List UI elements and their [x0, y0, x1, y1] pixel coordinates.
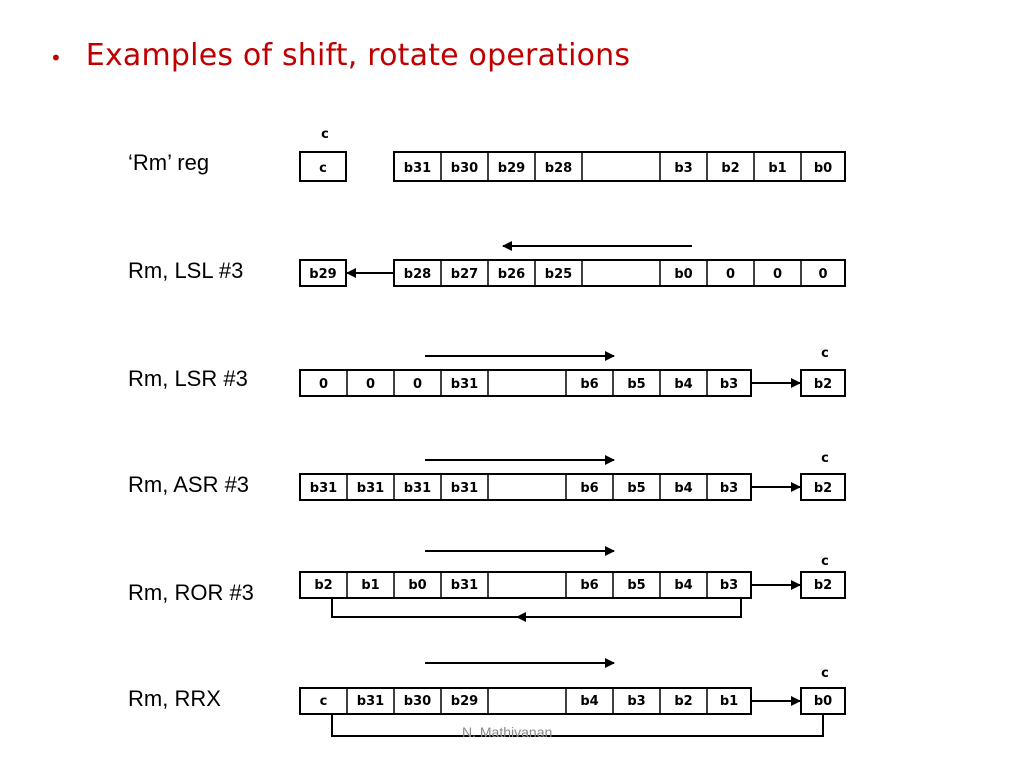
bit-cell: b5 [627, 481, 645, 496]
row-lsl: b29 b28 b27 b26 b25 b0 0 0 0 [299, 241, 846, 287]
bit-cell: b31 [451, 481, 478, 496]
bit-cell: 0 [413, 377, 422, 392]
bit-cell: b4 [674, 578, 692, 593]
bit-cell: b30 [451, 161, 478, 176]
carry-cell-text: b0 [814, 694, 832, 709]
slide-title: Examples of shift, rotate operations [85, 38, 631, 73]
carry-label: c [821, 554, 829, 569]
bit-cell: b4 [580, 694, 598, 709]
bit-cell: b1 [361, 578, 379, 593]
carry-cell [299, 151, 347, 182]
bit-cell: 0 [319, 377, 328, 392]
bit-cell: 0 [818, 267, 827, 282]
bit-cell: b3 [720, 578, 738, 593]
bullet-icon: • [50, 46, 62, 70]
carry-cell [800, 473, 846, 501]
carry-cell-text: b29 [309, 267, 336, 282]
bit-cell: b31 [404, 161, 431, 176]
row-label-rrx: Rm, RRX [128, 686, 221, 711]
bit-cell: b1 [720, 694, 738, 709]
bit-cell: b31 [357, 694, 384, 709]
bit-cell: b29 [498, 161, 525, 176]
bit-cell: b6 [580, 481, 598, 496]
row-label-ror: Rm, ROR #3 [128, 580, 254, 605]
carry-label: c [821, 346, 829, 361]
bit-cell: b6 [580, 377, 598, 392]
bit-cell: b5 [627, 377, 645, 392]
bit-cell: 0 [726, 267, 735, 282]
carry-cell-text: c [319, 161, 327, 176]
carry-cell-text: b2 [814, 481, 832, 496]
bit-cell: b0 [814, 161, 832, 176]
bit-cell: b4 [674, 377, 692, 392]
bit-cell: 0 [773, 267, 782, 282]
bit-cell: b2 [674, 694, 692, 709]
bit-cell: b3 [720, 481, 738, 496]
carry-cell [800, 571, 846, 599]
bit-cell: b31 [310, 481, 337, 496]
bit-cell: b28 [545, 161, 572, 176]
footer-author: N. Mathivanan [462, 724, 553, 740]
bit-cell: 0 [366, 377, 375, 392]
row-rm-reg: c c b31 b30 b29 b28 b3 b2 b1 b0 [299, 127, 846, 182]
row-rrx: c c b31 b30 b29 b4 b3 b2 b1 b0 [299, 658, 846, 737]
bit-cell: b28 [404, 267, 431, 282]
bit-cell: b31 [357, 481, 384, 496]
bit-cell: b3 [627, 694, 645, 709]
title-row: • Examples of shift, rotate operations [50, 38, 630, 73]
bit-cell: b26 [498, 267, 525, 282]
bit-cell: b4 [674, 481, 692, 496]
bit-cell: b3 [674, 161, 692, 176]
carry-label: c [821, 666, 829, 681]
carry-cell [800, 369, 846, 397]
bit-cell: b31 [451, 578, 478, 593]
bit-cell: b5 [627, 578, 645, 593]
carry-cell-text: b2 [814, 377, 832, 392]
bit-cell: b27 [451, 267, 478, 282]
bit-cell: c [320, 694, 328, 709]
bit-cell: b25 [545, 267, 572, 282]
row-ror: c b2 b1 b0 b31 b6 b5 b4 b3 b2 [299, 546, 846, 622]
row-lsr: c 0 0 0 b31 b6 b5 b4 b3 b2 [299, 346, 846, 397]
register-box [393, 259, 846, 287]
row-label-lsl: Rm, LSL #3 [128, 258, 244, 283]
carry-cell-text: b2 [814, 578, 832, 593]
bit-cell: b31 [404, 481, 431, 496]
bit-cell: b1 [768, 161, 786, 176]
bit-cell: b2 [314, 578, 332, 593]
bit-cell: b3 [720, 377, 738, 392]
bit-cell: b31 [451, 377, 478, 392]
bit-cell: b6 [580, 578, 598, 593]
register-box [393, 151, 846, 182]
bit-cell: b0 [674, 267, 692, 282]
row-label-rm-reg: ‘Rm’ reg [128, 150, 210, 175]
bit-cell: b2 [721, 161, 739, 176]
rotate-loop [331, 598, 742, 618]
row-label-asr: Rm, ASR #3 [128, 472, 250, 497]
bit-cell: b0 [408, 578, 426, 593]
rotate-loop [331, 714, 824, 737]
carry-label: c [821, 451, 829, 466]
row-asr: c b31 b31 b31 b31 b6 b5 b4 b3 b2 [299, 451, 846, 501]
bit-cell: b29 [451, 694, 478, 709]
carry-label: c [321, 127, 329, 142]
bit-cell: b30 [404, 694, 431, 709]
row-label-lsr: Rm, LSR #3 [128, 366, 248, 391]
